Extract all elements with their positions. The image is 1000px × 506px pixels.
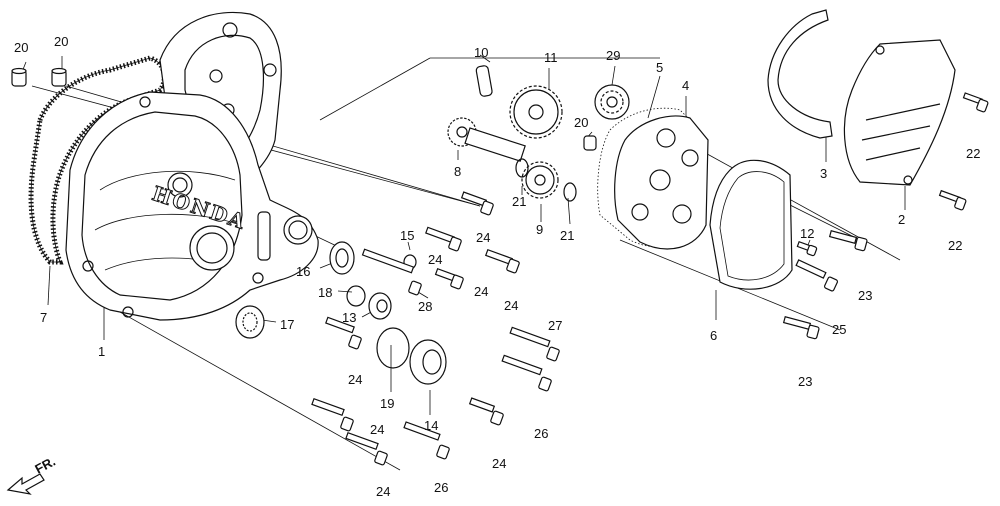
callout-24-c: 24	[474, 284, 488, 299]
callout-19: 19	[380, 396, 394, 411]
bolt-28	[361, 248, 422, 296]
bolt-24-f	[468, 397, 504, 426]
callout-24-d: 24	[504, 298, 518, 313]
bolt-24-b	[425, 226, 462, 252]
shaft-8	[447, 117, 526, 162]
sprocket-cover-2	[843, 39, 956, 186]
bolt-22-b	[938, 189, 967, 211]
bolt-23-a	[828, 230, 868, 252]
callout-10: 10	[474, 45, 488, 60]
gasket-7	[28, 55, 167, 265]
callout-13: 13	[342, 310, 356, 325]
callout-28: 28	[418, 299, 432, 314]
callout-16: 16	[296, 264, 310, 279]
dowel-pin-20-right	[51, 67, 67, 87]
bolt-24-h	[345, 431, 388, 466]
direction-label: FR.	[32, 454, 58, 477]
bolt-24-g	[311, 397, 354, 432]
bolt-12	[796, 240, 818, 257]
bolt-26-a	[501, 354, 552, 392]
callout-20-b: 20	[54, 34, 68, 49]
callout-7: 7	[40, 310, 47, 325]
callout-8: 8	[454, 164, 461, 179]
bolt-23-b	[782, 316, 820, 340]
callout-22-b: 22	[948, 238, 962, 253]
oil-seal-16	[329, 241, 355, 275]
callout-9: 9	[536, 222, 543, 237]
callout-24-g: 24	[370, 422, 384, 437]
gear-11	[509, 85, 563, 139]
callout-20-a: 20	[14, 40, 28, 55]
callout-15: 15	[400, 228, 414, 243]
bracket-3	[767, 9, 833, 139]
front-direction-arrow: FR.	[6, 454, 58, 495]
callout-24-a: 24	[476, 230, 490, 245]
bolt-22-a	[962, 92, 989, 113]
callout-5: 5	[656, 60, 663, 75]
callout-23-a: 23	[858, 288, 872, 303]
dowel-pin-20-center	[583, 135, 597, 151]
callout-23-b: 23	[798, 374, 812, 389]
callout-3: 3	[820, 166, 827, 181]
callout-26-b: 26	[434, 480, 448, 495]
bolt-25	[795, 259, 839, 292]
callout-25: 25	[832, 322, 846, 337]
callout-26-a: 26	[534, 426, 548, 441]
callout-21-a: 21	[512, 194, 526, 209]
bearing-29	[594, 84, 630, 120]
left-crankcase-cover-1: HONDA	[65, 91, 319, 321]
callout-22-a: 22	[966, 146, 980, 161]
circlip-21-left	[515, 158, 529, 178]
callout-1: 1	[98, 344, 105, 359]
bolt-24-d	[484, 248, 520, 274]
o-ring-19	[376, 327, 410, 369]
callout-24-b: 24	[428, 252, 442, 267]
callout-6: 6	[710, 328, 717, 343]
callout-20-c: 20	[574, 115, 588, 130]
callout-4: 4	[682, 78, 689, 93]
callout-29: 29	[606, 48, 620, 63]
callout-labels: 20 20 10 11 29 5 4 20 8 21 9 21 3 2 22 2…	[14, 34, 980, 499]
gear-9	[521, 161, 559, 199]
bolt-24-e	[325, 316, 362, 350]
callout-24-h: 24	[376, 484, 390, 499]
callout-17: 17	[280, 317, 294, 332]
bolt-26-b	[403, 421, 450, 460]
bearing-17	[235, 305, 265, 339]
bolts	[311, 92, 989, 466]
cap-13	[368, 292, 392, 320]
callout-24-e: 24	[348, 372, 362, 387]
callout-11: 11	[544, 50, 558, 65]
bolt-24-c	[434, 267, 464, 290]
callout-12: 12	[800, 226, 814, 241]
circlip-21-right	[563, 182, 577, 202]
bolt-27	[509, 326, 560, 362]
callout-21-b: 21	[560, 228, 574, 243]
callout-24-f: 24	[492, 456, 506, 471]
dowel-pin-20-left	[11, 67, 27, 87]
cover-4	[614, 115, 709, 250]
cap-14	[409, 339, 447, 385]
callout-14: 14	[424, 418, 438, 433]
callout-27: 27	[548, 318, 562, 333]
callout-18: 18	[318, 285, 332, 300]
bolt-24-a	[460, 191, 494, 216]
callout-2: 2	[898, 212, 905, 227]
o-ring-18	[346, 285, 366, 307]
cover-6	[709, 159, 793, 290]
pin-10	[475, 65, 493, 97]
